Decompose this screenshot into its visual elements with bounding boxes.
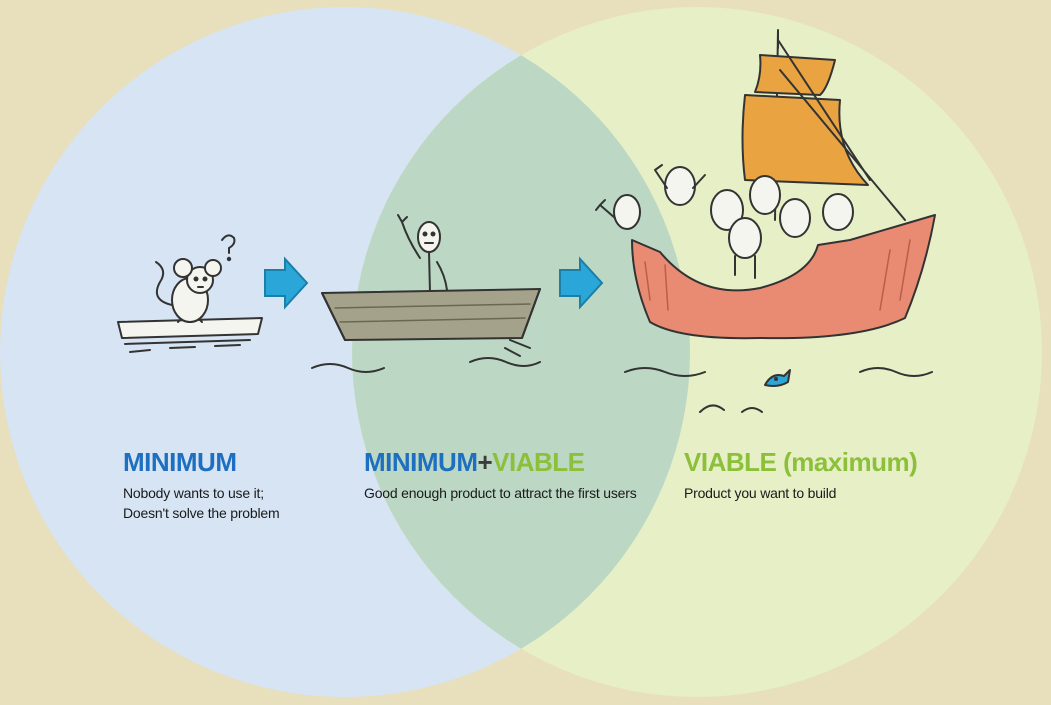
person-in-rowboat-icon: [311, 214, 541, 373]
mouse-on-raft-icon: [117, 234, 263, 353]
mv-heading-viable: VIABLE: [492, 447, 585, 477]
overlap-region: [352, 7, 690, 697]
viable-description: Product you want to build: [684, 485, 837, 501]
minimum-caption: MINIMUM Nobody wants to use it; Doesn't …: [123, 447, 298, 523]
minimum-viable-caption: MINIMUM+VIABLE Good enough product to at…: [364, 447, 654, 503]
crowded-sailing-ship-icon: [595, 29, 936, 413]
right-arrow-icon: [559, 256, 604, 310]
viable-caption: VIABLE (maximum) Product you want to bui…: [684, 447, 984, 503]
viable-heading: VIABLE (maximum): [684, 447, 918, 477]
mv-heading-minimum: MINIMUM: [364, 447, 478, 477]
minimum-viable-heading: MINIMUM+VIABLE: [364, 447, 654, 477]
mv-heading-plus: +: [477, 447, 493, 477]
minimum-viable-description: Good enough product to attract the first…: [364, 485, 637, 501]
minimum-description: Nobody wants to use it; Doesn't solve th…: [123, 485, 280, 521]
right-arrow-icon: [264, 256, 309, 310]
minimum-heading: MINIMUM: [123, 447, 237, 477]
